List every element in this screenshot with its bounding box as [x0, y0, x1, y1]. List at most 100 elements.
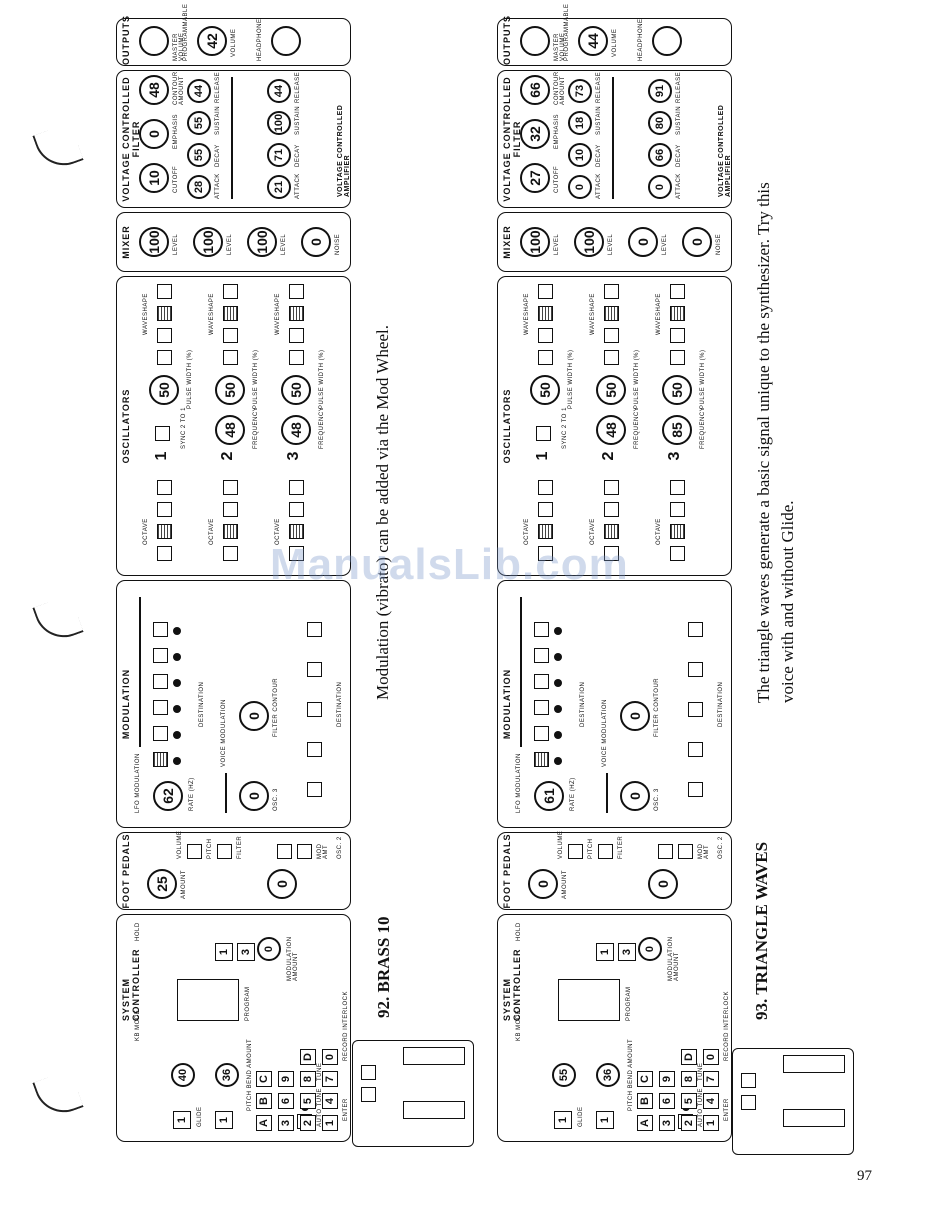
- contour-amount-knob: 48: [139, 75, 169, 105]
- frequency-label: FREQUENCY: [253, 406, 259, 449]
- amp-attack-knob: 21: [267, 175, 291, 199]
- voice-mod-label: VOICE MODULATION: [221, 699, 227, 767]
- patch-text-brass-10: Modulation (vibrato) can be added via th…: [373, 325, 392, 700]
- glide-knob: 40: [171, 1063, 195, 1087]
- octave-btn: [604, 480, 619, 495]
- waveshape-label: WAVESHAPE: [524, 293, 530, 335]
- envelope-divider: [612, 77, 614, 199]
- lfo-dest-btn: [534, 752, 549, 767]
- headphone-label: HEADPHONE: [638, 18, 644, 61]
- waveshape-btn: [289, 350, 304, 365]
- voice-dest-btn: [688, 702, 703, 717]
- keypad-key-7: 7: [322, 1071, 338, 1087]
- octave-label: OCTAVE: [209, 518, 215, 545]
- amp-decay-knob: 71: [267, 143, 291, 167]
- rate-label: RATE (HZ): [570, 777, 576, 811]
- filter-sustain-label: SUSTAIN: [215, 105, 221, 135]
- programmable-label: PROGRAMMABLE: [564, 3, 570, 61]
- kbmode-label: KB MODE: [135, 1009, 141, 1041]
- filter-attack-knob: 28: [187, 175, 211, 199]
- program-display: [558, 979, 620, 1021]
- voice-dest-btn: [688, 662, 703, 677]
- program-display: [177, 979, 239, 1021]
- mod-amount-knob: 0: [638, 937, 662, 961]
- filter-contour-label: FILTER CONTOUR: [654, 677, 660, 737]
- master-volume-knob: [139, 26, 169, 56]
- lfo-dest-led: [554, 705, 562, 713]
- foot-amount-1-knob: 25: [147, 869, 177, 899]
- frequency-label: FREQUENCY: [319, 406, 325, 449]
- octave-label: OCTAVE: [656, 518, 662, 545]
- mixer-level-knob: 100: [139, 227, 169, 257]
- octave-btn: [538, 480, 553, 495]
- waveshape-btn: [289, 306, 304, 321]
- amp-attack-label: ATTACK: [295, 173, 301, 199]
- rate-knob: 61: [534, 781, 564, 811]
- waveshape-btn: [538, 350, 553, 365]
- wheel-box-brass-10: [352, 1040, 474, 1147]
- rate-label: RATE (HZ): [189, 777, 195, 811]
- lfo-dest-led: [554, 653, 562, 661]
- foot-volume-label: VOLUME: [177, 830, 183, 859]
- filter-decay-knob: 10: [568, 143, 592, 167]
- waveshape-label: WAVESHAPE: [275, 293, 281, 335]
- waveshape-btn: [670, 284, 685, 299]
- watermark: ManualsLib.com: [270, 540, 629, 589]
- amp-release-label: RELEASE: [676, 71, 682, 103]
- pitch-wheel: [403, 1047, 465, 1065]
- pitch-bend-label: PITCH BEND AMOUNT: [247, 1038, 253, 1111]
- binder-ring-mark: [32, 594, 84, 646]
- octave-btn: [223, 480, 238, 495]
- pulse-width-knob: 50: [215, 375, 245, 405]
- filter-attack-label: ATTACK: [596, 173, 602, 199]
- foot-modamt-label: MOD AMT: [317, 843, 329, 860]
- lfo-dest-btn: [534, 674, 549, 689]
- programmable-volume-knob: 44: [578, 26, 608, 56]
- master-volume-knob: [520, 26, 550, 56]
- filter-decay-label: DECAY: [596, 144, 602, 167]
- record-interlock-label: RECORD INTERLOCK: [343, 990, 349, 1061]
- pulse-width-label: PULSE WIDTH (%): [319, 349, 325, 409]
- emphasis-label: EMPHASIS: [173, 113, 179, 149]
- enter-label: ENTER: [343, 1098, 349, 1121]
- amp-release-label: RELEASE: [295, 71, 301, 103]
- foot-modamt-btn: [297, 844, 312, 859]
- keypad-key-A: A: [256, 1115, 272, 1131]
- octave-label: OCTAVE: [143, 518, 149, 545]
- keypad-key-6: 6: [659, 1093, 675, 1109]
- mixer-level-knob: 100: [247, 227, 277, 257]
- pulse-width-knob: 50: [530, 375, 560, 405]
- foot-pitch-btn: [187, 844, 202, 859]
- outputs-title: OUTPUTS: [502, 14, 512, 65]
- lfo-mod-label: LFO MODULATION: [516, 753, 522, 813]
- filter-release-label: RELEASE: [215, 71, 221, 103]
- filter-sustain-knob: 55: [187, 111, 211, 135]
- foot-osc2-btn: [277, 844, 292, 859]
- vca-title: VOLTAGE CONTROLLED AMPLIFIER: [337, 104, 351, 197]
- amp-decay-label: DECAY: [676, 144, 682, 167]
- pitch-wheel: [783, 1055, 845, 1073]
- keypad-key-C: C: [637, 1071, 653, 1087]
- octave-btn: [157, 546, 172, 561]
- hold-label: HOLD: [516, 922, 522, 941]
- waveshape-btn: [538, 306, 553, 321]
- octave-btn: [289, 502, 304, 517]
- foot-pitch-btn: [568, 844, 583, 859]
- octave-btn: [538, 524, 553, 539]
- keypad-key-D: D: [300, 1049, 316, 1065]
- programmable-label: PROGRAMMABLE: [183, 3, 189, 61]
- waveshape-label: WAVESHAPE: [209, 293, 215, 335]
- keypad-key-2: 2: [681, 1115, 697, 1131]
- octave-button: [741, 1073, 756, 1088]
- osc-frequency-knob: 85: [662, 415, 692, 445]
- voice-dest-btn: [307, 622, 322, 637]
- kbmode-button: 1: [596, 1111, 614, 1129]
- programmable-volume-knob: 42: [197, 26, 227, 56]
- mixer-level-label: LEVEL: [173, 233, 179, 255]
- envelope-divider: [231, 77, 233, 199]
- arpeggiator-button: 3: [618, 943, 636, 961]
